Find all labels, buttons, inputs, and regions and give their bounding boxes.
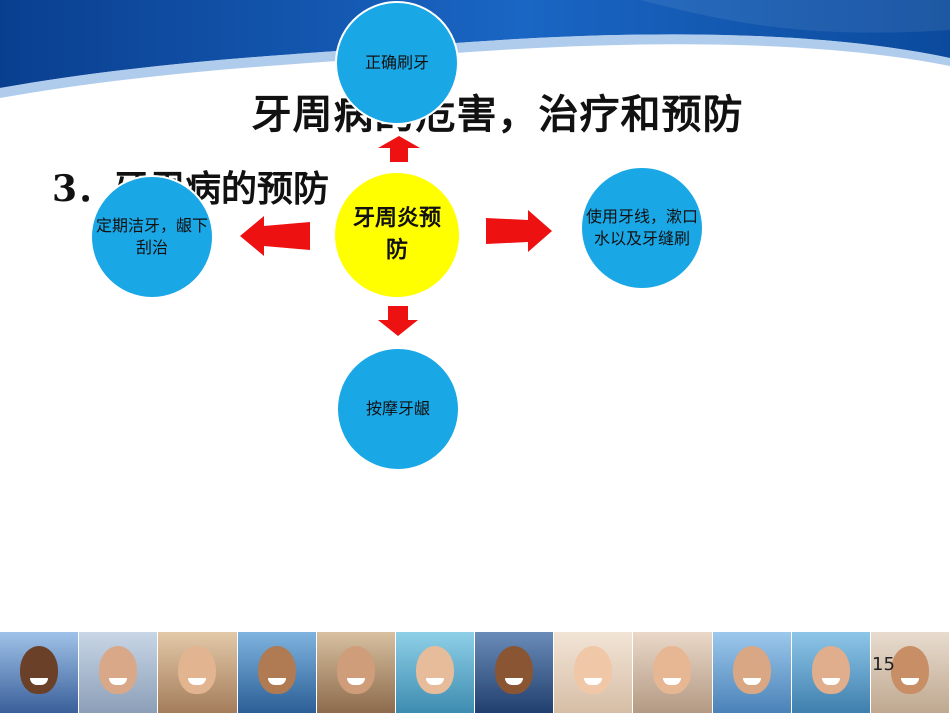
- arrow-down-icon: [378, 306, 418, 336]
- node-top-label: 正确刷牙: [364, 53, 429, 72]
- photo: [712, 632, 792, 713]
- photo: [395, 632, 476, 713]
- page-number: 15: [872, 654, 895, 675]
- node-left: 定期洁牙，龈下刮治: [90, 175, 214, 299]
- node-center-label: 牙周炎预防: [352, 206, 441, 263]
- photo: [791, 632, 871, 713]
- photo-strip: [0, 632, 950, 713]
- photo: [316, 632, 396, 713]
- photo: [870, 632, 950, 713]
- arrow-right-icon: [486, 210, 552, 252]
- slide-title: 牙周病的危害，治疗和预防: [251, 91, 744, 138]
- photo: [158, 632, 238, 713]
- banner-wave: [0, 0, 950, 98]
- node-right-label: 使用牙线，漱口水以及牙缝刷: [586, 207, 699, 248]
- photo: [0, 632, 80, 713]
- node-bottom-label: 按摩牙龈: [365, 399, 430, 418]
- photo: [237, 632, 317, 713]
- photo: [554, 632, 634, 713]
- node-center: 牙周炎预防: [333, 171, 461, 299]
- photo: [79, 632, 159, 713]
- arrow-up-icon: [378, 136, 420, 162]
- node-left-label: 定期洁牙，龈下刮治: [96, 216, 209, 257]
- arrow-left-icon: [240, 216, 310, 256]
- node-top: 正确刷牙: [335, 1, 459, 125]
- node-bottom: 按摩牙龈: [336, 347, 460, 471]
- photo: [633, 632, 713, 713]
- node-right: 使用牙线，漱口水以及牙缝刷: [580, 166, 704, 290]
- photo: [475, 632, 555, 713]
